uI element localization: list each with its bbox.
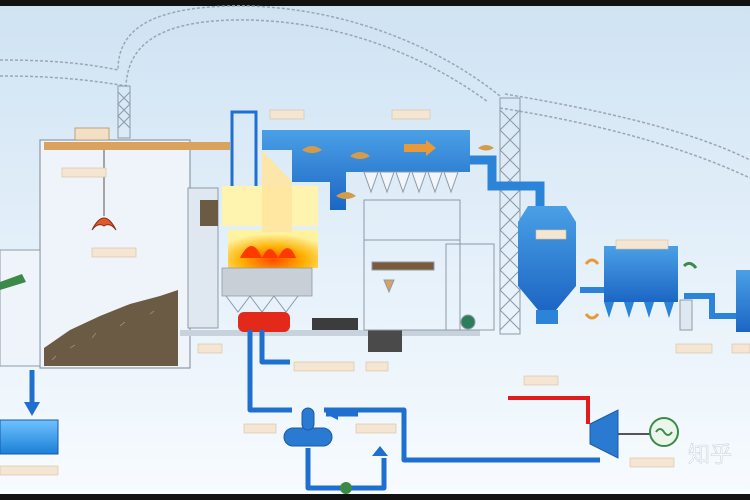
ash-bin (368, 330, 402, 352)
chimney (736, 270, 750, 332)
label-tags (0, 109, 750, 476)
duct-to-scrubber (470, 155, 545, 206)
economizer-hoppers (363, 171, 495, 331)
leachate-tank (0, 370, 59, 455)
turbine-generator (508, 396, 679, 459)
overhead-air-duct (0, 5, 750, 179)
bag-filter (580, 246, 698, 320)
unloading-hall (0, 249, 41, 367)
waste-pile (44, 290, 178, 366)
grab-crane-icon (91, 217, 117, 231)
crane-rail (44, 142, 230, 150)
turbine (589, 409, 619, 459)
feed-pump-icon (340, 482, 352, 494)
slag-pile (312, 318, 358, 330)
waste-bunker (39, 127, 230, 369)
furnace-flame (228, 230, 318, 268)
support-tower-left (117, 85, 131, 139)
boiler-building (180, 110, 480, 352)
watermark-text: 知乎 (688, 443, 732, 468)
boiler-flue-duct (262, 130, 494, 232)
bottom-ash-hot-zone (238, 312, 290, 332)
support-tower-right (499, 97, 521, 335)
deaerator (283, 407, 333, 447)
grate (221, 267, 313, 297)
stack-area (679, 270, 750, 332)
